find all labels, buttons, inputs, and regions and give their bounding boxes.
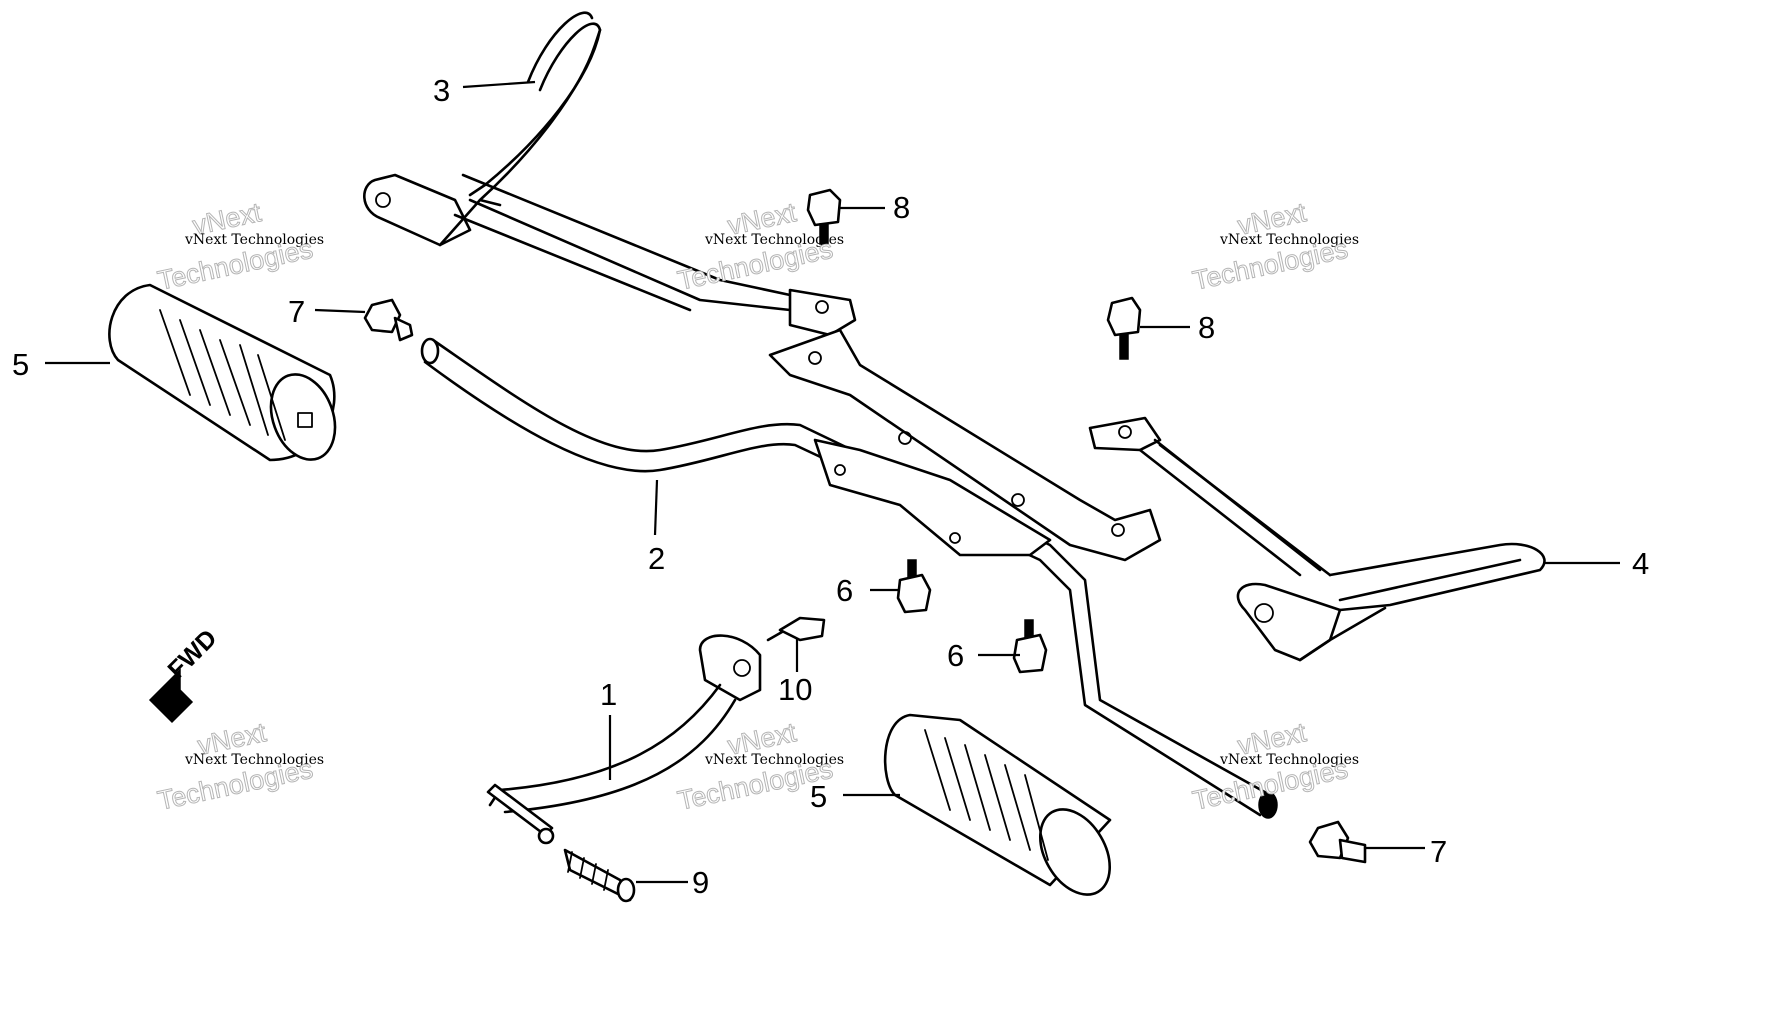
part-6-bolt-lower <box>1012 619 1048 674</box>
callout-6-lower: 6 <box>947 638 964 673</box>
watermark-top-left: vNext vNext Technologies Technologies <box>155 197 325 297</box>
part-7-bolt-right <box>1308 820 1367 864</box>
part-8-bolt-upper <box>806 188 842 245</box>
part-1-brake-pedal <box>486 634 762 845</box>
callout-1: 1 <box>600 677 617 712</box>
watermark-text: vNext Technologies <box>704 232 844 248</box>
part-5-footrest-rubber-left <box>108 283 337 462</box>
part-10-screw <box>766 616 826 642</box>
watermark-text: vNext Technologies <box>704 752 844 768</box>
part-9-spring <box>563 848 636 903</box>
callout-3: 3 <box>433 73 450 108</box>
watermark-top-right: vNext vNext Technologies Technologies <box>1190 197 1360 297</box>
part-2-step-bar <box>420 328 1278 819</box>
callout-5-left: 5 <box>12 347 29 382</box>
callout-9: 9 <box>692 865 709 900</box>
callout-4: 4 <box>1632 546 1649 581</box>
callout-8-upper: 8 <box>893 190 910 225</box>
callout-labels: 3 2 4 5 5 6 6 7 7 8 8 9 10 1 <box>12 73 1649 900</box>
callout-7-right: 7 <box>1430 834 1447 869</box>
part-3-step-bracket-left <box>363 11 857 337</box>
leader-lines <box>45 80 1620 884</box>
part-8-bolt-lower <box>1106 296 1142 360</box>
part-7-bolt-left <box>363 298 414 342</box>
watermark-text: vNext Technologies <box>184 752 324 768</box>
part-5-footrest-rubber-right <box>883 713 1112 896</box>
fwd-label: FWD <box>162 624 222 684</box>
watermark-text: vNext Technologies <box>1219 232 1359 248</box>
part-6-bolt-upper <box>896 559 932 614</box>
callout-6-upper: 6 <box>836 573 853 608</box>
watermark-text: vNext Technologies <box>1219 752 1359 768</box>
callout-5-right: 5 <box>810 779 827 814</box>
watermark-bottom-left: vNext vNext Technologies Technologies <box>155 717 325 817</box>
watermark-text: vNext Technologies <box>184 232 324 248</box>
callout-7-left: 7 <box>288 294 305 329</box>
callout-2: 2 <box>648 541 665 576</box>
part-4-step-bracket-right <box>1088 416 1546 662</box>
callout-10: 10 <box>778 672 812 707</box>
forward-direction-indicator: FWD <box>148 624 222 724</box>
callout-8-lower: 8 <box>1198 310 1215 345</box>
